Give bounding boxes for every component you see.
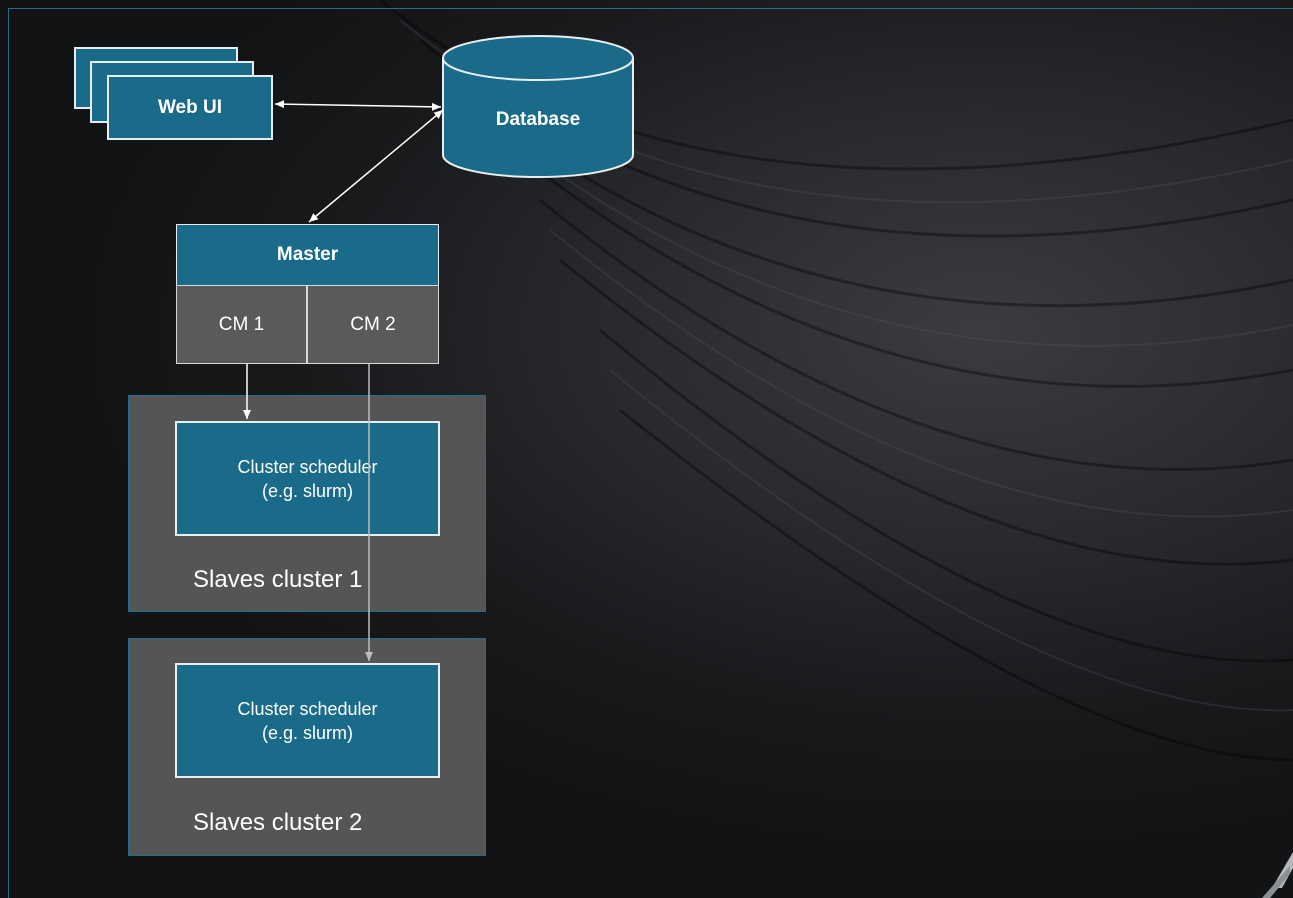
cm2-node: CM 2	[307, 285, 439, 364]
cluster-1-scheduler-line2: (e.g. slurm)	[261, 480, 353, 501]
web-ui-node: Web UI	[107, 75, 273, 140]
cluster-1-label: Slaves cluster 1	[193, 566, 363, 593]
database-label: Database	[495, 109, 581, 130]
cluster-2-scheduler-line1: Cluster scheduler	[237, 698, 378, 719]
cm2-label: CM 2	[350, 313, 396, 335]
cluster-2-scheduler: Cluster scheduler (e.g. slurm)	[175, 663, 440, 778]
cm1-label: CM 1	[218, 313, 265, 335]
cluster-2-scheduler-line2: (e.g. slurm)	[261, 722, 353, 743]
cluster-1-scheduler-line1: Cluster scheduler	[237, 456, 378, 477]
cluster-1-scheduler: Cluster scheduler (e.g. slurm)	[175, 421, 440, 536]
cm1-node: CM 1	[176, 285, 307, 364]
database-node: Database	[443, 95, 633, 145]
cluster-2-label: Slaves cluster 2	[193, 809, 363, 836]
master-label: Master	[276, 244, 339, 265]
master-node: Master	[176, 224, 439, 286]
web-ui-label: Web UI	[157, 96, 223, 118]
slide-frame	[8, 8, 1293, 898]
